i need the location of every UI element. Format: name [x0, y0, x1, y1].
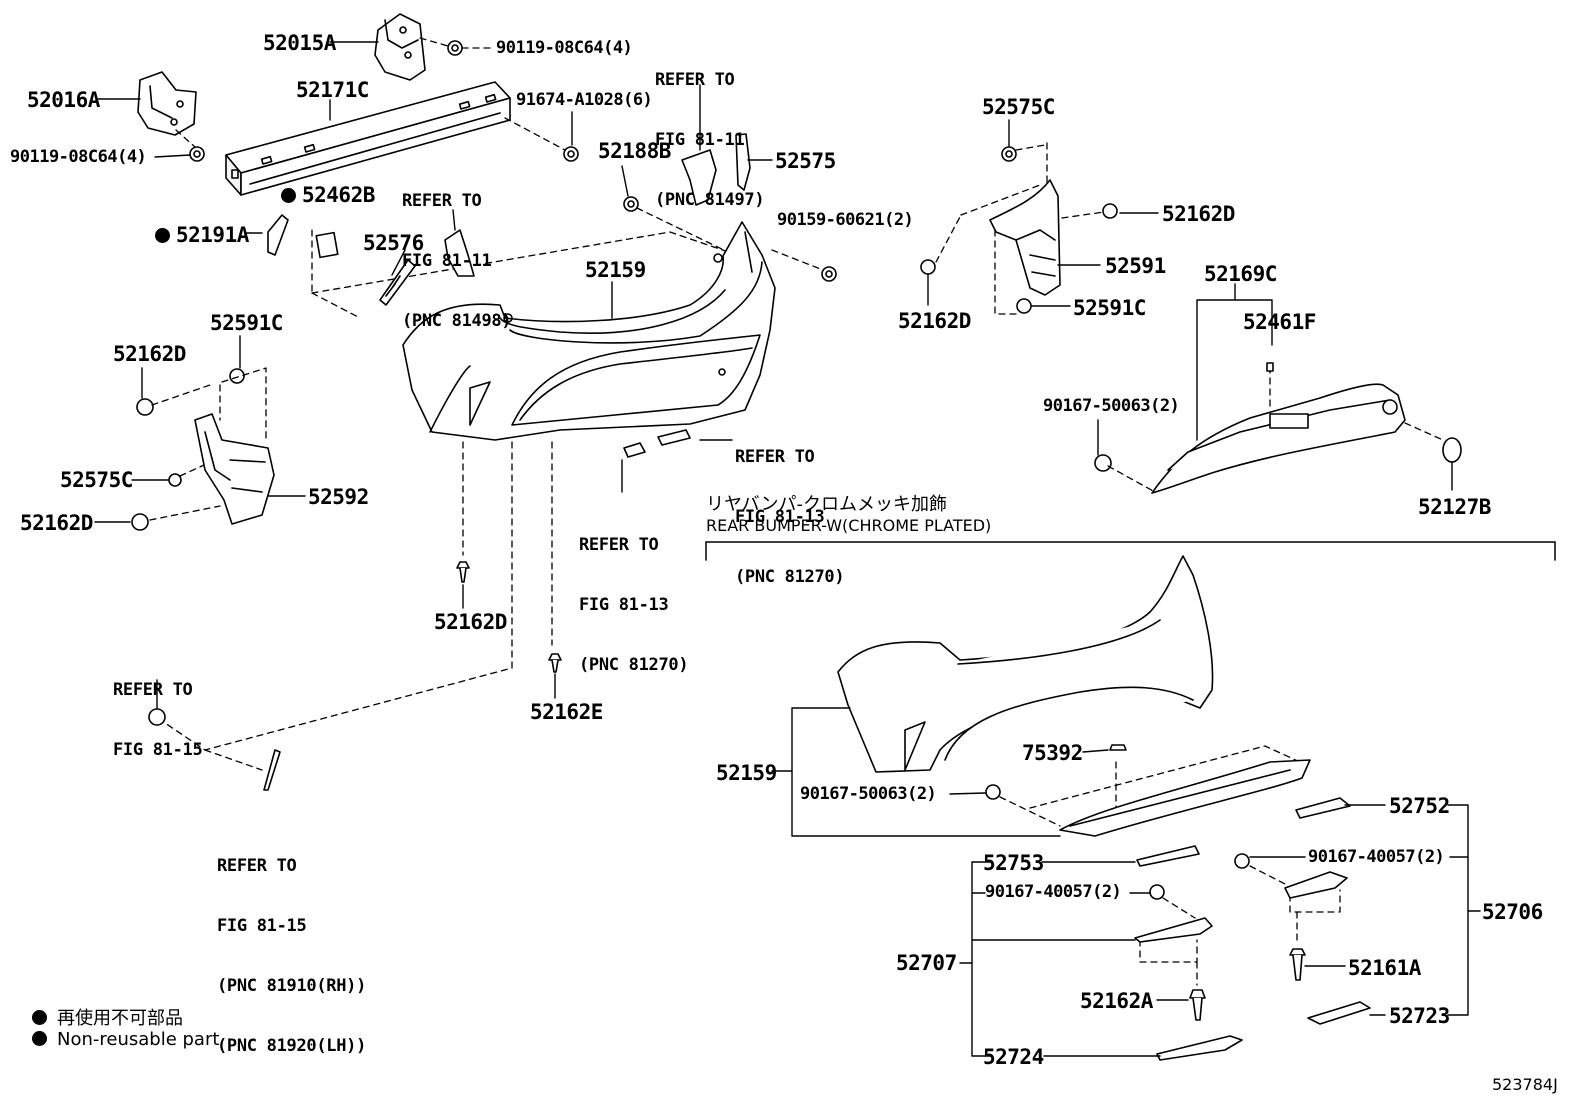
- part-label-52707: 52707: [896, 951, 957, 975]
- non-reusable-dot-icon: [155, 228, 170, 243]
- part-label-52591c-right: 52591C: [1073, 296, 1146, 320]
- refer-line: REFER TO: [217, 856, 297, 876]
- part-label-52575c-left: 52575C: [60, 468, 133, 492]
- refer-note-81-15-b: REFER TO FIG 81-15 (PNC 81910(RH)) (PNC …: [217, 816, 366, 1076]
- part-label-52169c: 52169C: [1204, 262, 1277, 286]
- bracket-52592: [194, 413, 275, 525]
- refer-line: (PNC 81270): [579, 655, 689, 675]
- part-label-90159: 90159-60621(2): [777, 210, 914, 230]
- refer-line: (PNC 81270): [735, 567, 845, 587]
- non-reusable-dot-icon: [281, 188, 296, 203]
- rod-81-15: [263, 749, 281, 791]
- refer-line: FIG 81-13: [735, 507, 825, 527]
- legend-jp: 再使用不可部品: [32, 1004, 183, 1030]
- bracket-52016a: [137, 71, 197, 136]
- refer-line: FIG 81-13: [579, 595, 669, 615]
- refer-line: (PNC 81910(RH)): [217, 976, 367, 996]
- part-label-52576: 52576: [363, 231, 424, 255]
- part-label-52162d-center: 52162D: [434, 610, 507, 634]
- bracket-lines: [1196, 283, 1273, 441]
- part-label-90119-left: 90119-08C64(4): [10, 147, 147, 167]
- refer-note-81270-a: REFER TO FIG 81-13 (PNC 81270): [735, 407, 845, 607]
- part-label-52162d-right-2: 52162D: [898, 309, 971, 333]
- part-label-52161a: 52161A: [1348, 956, 1421, 980]
- part-label-52591: 52591: [1105, 254, 1166, 278]
- refer-line: REFER TO: [113, 680, 193, 700]
- refer-line: FIG 81-15: [217, 916, 307, 936]
- part-label-52127b: 52127B: [1418, 495, 1491, 519]
- part-number: 52191A: [176, 223, 249, 247]
- refer-note-81498: REFER TO FIG 81-11 (PNC 81498): [402, 151, 512, 351]
- part-label-90119-top: 90119-08C64(4): [496, 38, 633, 58]
- part-label-52188b: 52188B: [598, 139, 671, 163]
- legend-en: Non-reusable part: [32, 1029, 219, 1050]
- part-label-52159-bottom: 52159: [716, 761, 777, 785]
- part-number: 52462B: [302, 183, 375, 207]
- legend-text: 再使用不可部品: [57, 1008, 183, 1029]
- part-label-52575: 52575: [775, 149, 836, 173]
- part-label-52159-top: 52159: [585, 258, 646, 282]
- part-label-52752: 52752: [1389, 794, 1450, 818]
- refer-line: FIG 81-15: [113, 740, 203, 760]
- chrome-bumper-assembly: [837, 555, 1371, 1061]
- part-label-75392: 75392: [1022, 741, 1083, 765]
- lower-molding-52169c: [1151, 362, 1462, 494]
- clip-icons: [456, 561, 1306, 1021]
- diagram-id: 523784J: [1492, 1075, 1558, 1094]
- refer-line: REFER TO: [402, 191, 482, 211]
- non-reusable-dot-icon: [32, 1010, 47, 1025]
- part-label-52162d-left-1: 52162D: [113, 342, 186, 366]
- refer-line: (PNC 81497): [655, 190, 765, 210]
- part-label-90167-40057-left: 90167-40057(2): [985, 882, 1122, 902]
- small-parts: [267, 133, 751, 458]
- bumper-cover-52159: [402, 221, 776, 441]
- part-label-52591c-left: 52591C: [210, 311, 283, 335]
- part-label-52724: 52724: [983, 1045, 1044, 1069]
- legend-text: Non-reusable part: [57, 1029, 220, 1050]
- part-label-52462b: 52462B: [281, 185, 375, 206]
- part-label-90167-50063-bottom: 90167-50063(2): [800, 784, 937, 804]
- part-label-52753: 52753: [983, 851, 1044, 875]
- part-label-52575c-top: 52575C: [982, 95, 1055, 119]
- part-label-52016a: 52016A: [27, 88, 100, 112]
- refer-line: FIG 81-11: [655, 130, 745, 150]
- bracket-52015a: [374, 13, 426, 81]
- part-label-52461f: 52461F: [1243, 310, 1316, 334]
- bolt-icons: [131, 40, 1250, 900]
- refer-line: (PNC 81920(LH)): [217, 1036, 367, 1056]
- part-label-90167-40057-right: 90167-40057(2): [1308, 847, 1445, 867]
- part-label-52162d-top-right: 52162D: [1162, 202, 1235, 226]
- section-title-en: REAR BUMPER-W(CHROME PLATED): [706, 516, 992, 535]
- part-label-91674: 91674-A1028(6): [516, 90, 653, 110]
- part-label-52171c: 52171C: [296, 78, 369, 102]
- part-label-52723: 52723: [1389, 1004, 1450, 1028]
- bracket-52591: [989, 179, 1061, 296]
- refer-line: FIG 81-11: [402, 251, 492, 271]
- refer-line: REFER TO: [735, 447, 815, 467]
- part-label-52162d-left-2: 52162D: [20, 511, 93, 535]
- part-label-52015a: 52015A: [263, 31, 336, 55]
- refer-line: REFER TO: [655, 70, 735, 90]
- refer-note-81-15-a: REFER TO FIG 81-15: [113, 640, 203, 780]
- refer-line: (PNC 81498): [402, 311, 512, 331]
- part-label-90167-50063-right: 90167-50063(2): [1043, 396, 1180, 416]
- section-title-jp: リヤバンパ-クロムメッキ加飾: [706, 494, 948, 515]
- refer-note-81270-b: REFER TO FIG 81-13 (PNC 81270): [579, 495, 689, 695]
- chrome-section-bracket: [705, 541, 1556, 561]
- dashed-leaders: [149, 37, 1444, 986]
- refer-note-81497: REFER TO FIG 81-11 (PNC 81497): [655, 30, 765, 230]
- refer-line: REFER TO: [579, 535, 659, 555]
- part-label-52191a: 52191A: [155, 225, 249, 246]
- non-reusable-dot-icon: [32, 1031, 47, 1046]
- part-label-52162e: 52162E: [530, 700, 603, 724]
- part-label-52162a: 52162A: [1080, 989, 1153, 1013]
- part-label-52592: 52592: [308, 485, 369, 509]
- solid-leaders: [94, 41, 1481, 1057]
- part-label-52706: 52706: [1482, 900, 1543, 924]
